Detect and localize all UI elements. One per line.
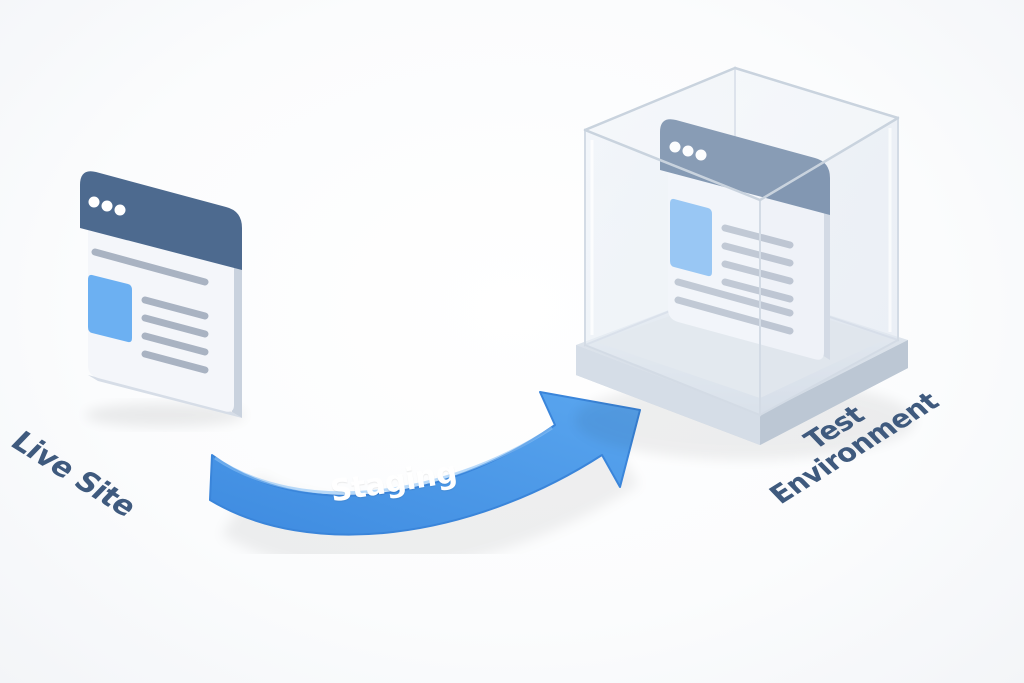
window-dot-icon [88, 196, 100, 208]
test-environment-container-icon [575, 66, 915, 460]
live-window-header [80, 171, 242, 270]
live-site-window-icon [80, 171, 245, 427]
window-dot-icon [114, 204, 126, 216]
window-dot-icon [682, 145, 694, 157]
window-dot-icon [695, 149, 707, 161]
image-block-icon [88, 274, 132, 343]
window-dot-icon [101, 200, 113, 212]
test-environment-window-icon [660, 119, 830, 360]
image-block-icon [670, 198, 712, 277]
window-dot-icon [669, 141, 681, 153]
staging-arrow-icon [209, 391, 641, 573]
